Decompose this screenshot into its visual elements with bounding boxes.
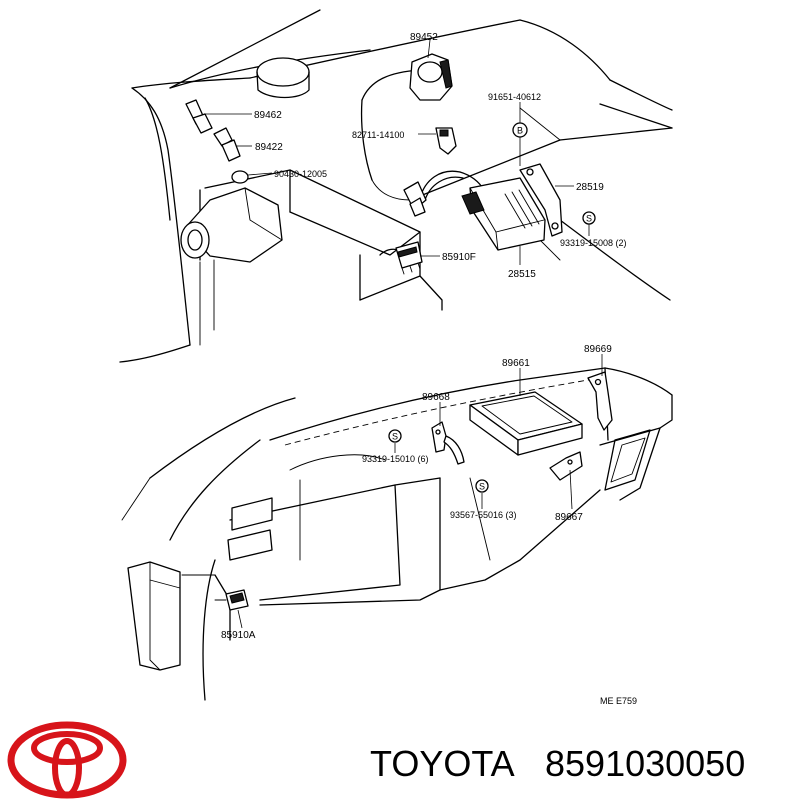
connector-85910A: [214, 589, 249, 611]
bolt-symbol: B: [517, 126, 523, 136]
sensor-89422: [213, 127, 241, 162]
toyota-logo-icon: [7, 721, 127, 799]
sensor-89462: [185, 99, 213, 134]
label-89422: 89422: [255, 142, 283, 153]
label-28515: 28515: [508, 269, 536, 280]
engine-bay-illustration: [119, 9, 673, 363]
label-89661: 89661: [502, 358, 530, 369]
logo-top-ring: [31, 731, 103, 765]
connector-85910F: [395, 241, 423, 275]
label-93319-15008: 93319-15008 (2): [560, 238, 627, 248]
label-89452: 89452: [410, 32, 438, 43]
label-82711-14100: 82711-14100: [352, 130, 404, 140]
top-leader-lines: [204, 39, 590, 265]
bolt-91651: B: [512, 122, 528, 138]
label-85910F: 85910F: [442, 252, 476, 263]
gasket-90430: [231, 170, 249, 184]
junction-block: [127, 561, 181, 671]
bracket-89669: [587, 371, 613, 431]
clamp-82711: [435, 127, 457, 155]
label-89667: 89667: [555, 512, 583, 523]
label-89668: 89668: [422, 392, 450, 403]
igniter-module-28515: [403, 170, 546, 251]
label-93319-15010: 93319-15010 (6): [362, 454, 429, 464]
label-91651-40612: 91651-40612: [488, 92, 541, 102]
label-90430-12005: 90430-12005: [274, 169, 327, 179]
top-part-labels: 89452 89462 91651-40612 82711-14100 8942…: [254, 32, 627, 280]
screw-symbol: S: [392, 432, 398, 442]
part-number: 8591030050: [545, 743, 745, 784]
label-28519: 28519: [576, 182, 604, 193]
reservoir-cap-icon: [256, 57, 310, 87]
brand-name: TOYOTA: [370, 743, 515, 784]
bracket-89668: [431, 421, 465, 465]
ecu-89661: [469, 391, 583, 456]
label-89669: 89669: [584, 344, 612, 355]
label-89462: 89462: [254, 110, 282, 121]
diagram-code: ME E759: [600, 696, 637, 706]
screw-symbol: S: [586, 214, 592, 224]
screw-symbol: S: [479, 482, 485, 492]
bottom-leader-lines: [237, 354, 603, 629]
bracket-28519: [519, 163, 563, 237]
screw-93319-15010: S: [388, 429, 402, 443]
label-93567-55016: 93567-55016 (3): [450, 510, 517, 520]
sensor-89452: [409, 53, 453, 101]
bracket-89667: [549, 451, 583, 481]
label-85910A: 85910A: [221, 630, 256, 641]
bottom-part-labels: 89661 89669 89668 93319-15010 (6) 93567-…: [221, 344, 637, 706]
dashboard-illustration: [121, 367, 673, 701]
screw-93567-55016: S: [475, 479, 489, 493]
logo-vertical-ring: [52, 738, 82, 798]
screw-93319-15008: S: [582, 211, 596, 225]
